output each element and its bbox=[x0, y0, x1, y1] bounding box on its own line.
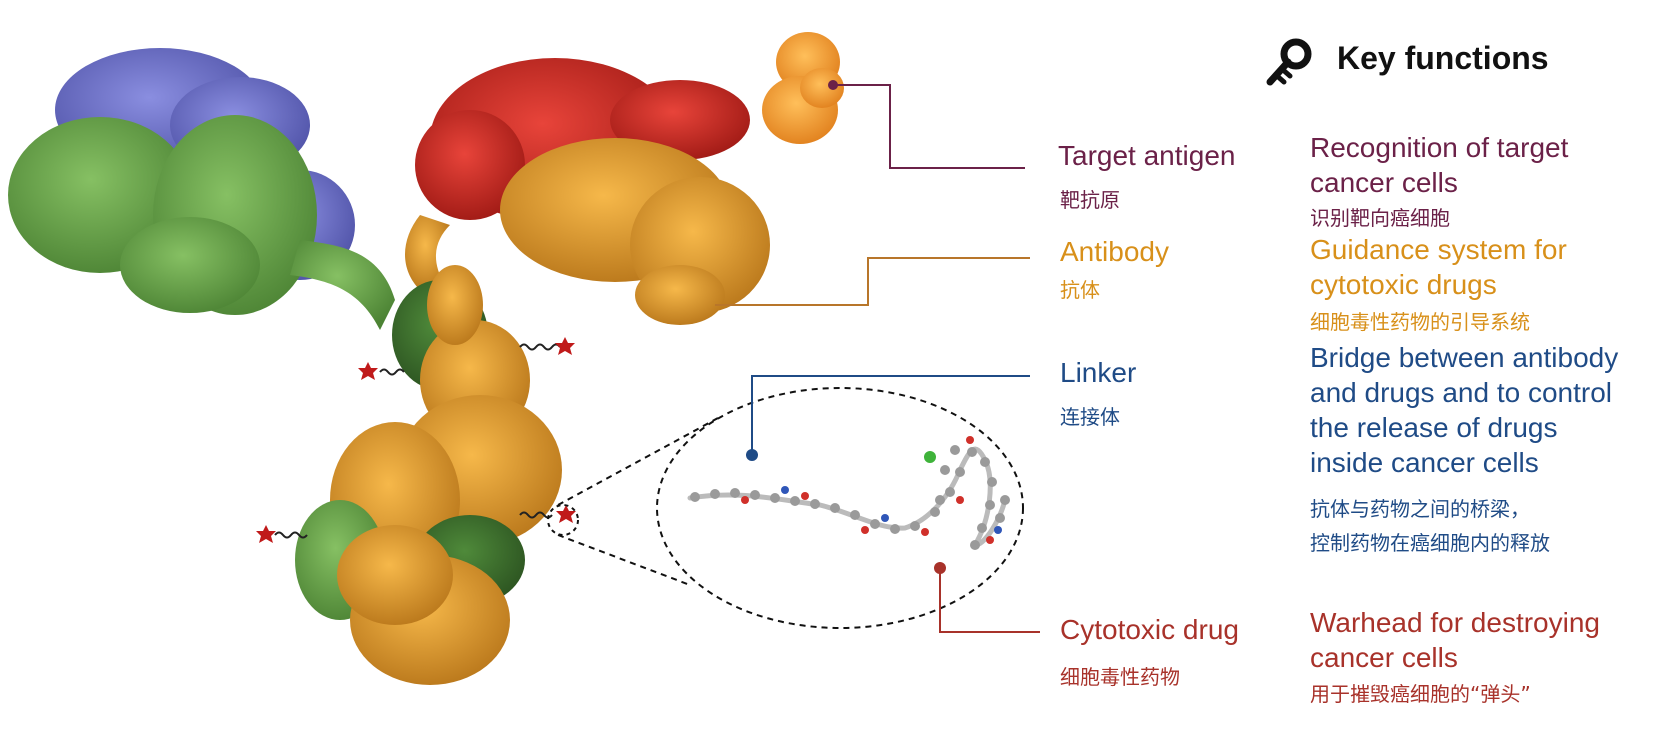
antibody-function-line: cytotoxic drugs bbox=[1310, 269, 1497, 300]
drug-label: Cytotoxic drug bbox=[1060, 614, 1239, 645]
antigen-label-zh: 靶抗原 bbox=[1060, 188, 1120, 212]
linker-function-line: the release of drugs bbox=[1310, 412, 1558, 443]
linker-label-zh: 连接体 bbox=[1060, 405, 1120, 429]
target-antigen-molecule bbox=[762, 32, 844, 144]
antigen-function-line: cancer cells bbox=[1310, 167, 1458, 198]
payload-stars bbox=[256, 337, 576, 543]
drug-label-zh: 细胞毒性药物 bbox=[1060, 665, 1180, 689]
antigen-label: Target antigen bbox=[1058, 140, 1236, 171]
zoom-inset bbox=[547, 387, 1024, 629]
drug-function: Warhead for destroying cancer cells bbox=[1310, 605, 1600, 675]
antigen-function: Recognition of target cancer cells bbox=[1310, 130, 1568, 200]
antibody-function-zh: 细胞毒性药物的引导系统 bbox=[1310, 310, 1530, 334]
antibody-function-line: Guidance system for bbox=[1310, 234, 1567, 265]
linker-function-line: and drugs and to control bbox=[1310, 377, 1612, 408]
linker-function-line: inside cancer cells bbox=[1310, 447, 1539, 478]
leader-lines bbox=[715, 80, 1040, 633]
fab-arm-right bbox=[405, 58, 770, 325]
key-functions-title: Key functions bbox=[1337, 40, 1549, 76]
linker-function-line: Bridge between antibody bbox=[1310, 342, 1619, 373]
linker-function-zh: 抗体与药物之间的桥梁， 控制药物在癌细胞内的释放 bbox=[1310, 492, 1550, 560]
linker-function-zh-line: 抗体与药物之间的桥梁， bbox=[1310, 497, 1530, 521]
linker-function: Bridge between antibody and drugs and to… bbox=[1310, 340, 1618, 480]
fab-arm-left bbox=[8, 48, 395, 330]
drug-function-zh: 用于摧毁癌细胞的“弹头” bbox=[1310, 682, 1531, 706]
fc-region bbox=[295, 265, 562, 685]
antibody-label: Antibody bbox=[1060, 236, 1169, 267]
key-icon bbox=[1266, 38, 1312, 86]
drug-function-line: Warhead for destroying bbox=[1310, 607, 1600, 638]
antigen-function-line: Recognition of target bbox=[1310, 132, 1569, 163]
drug-function-line: cancer cells bbox=[1310, 642, 1458, 673]
antibody-label-zh: 抗体 bbox=[1060, 278, 1100, 302]
linker-drug-molecule bbox=[687, 436, 1010, 550]
antibody-function: Guidance system for cytotoxic drugs bbox=[1310, 232, 1567, 302]
linker-function-zh-line: 控制药物在癌细胞内的释放 bbox=[1310, 531, 1550, 555]
antigen-function-zh: 识别靶向癌细胞 bbox=[1310, 206, 1450, 230]
linker-label: Linker bbox=[1060, 357, 1137, 388]
